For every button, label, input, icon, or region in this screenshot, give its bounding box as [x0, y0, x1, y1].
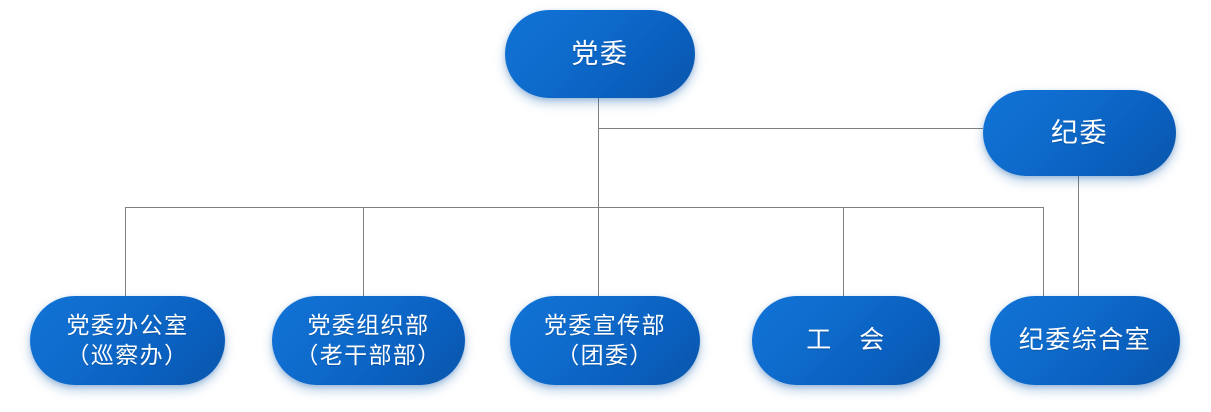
org-node-label: 纪委: [1050, 117, 1109, 148]
org-node-party-office[interactable]: 党委办公室 （巡察办）: [30, 296, 225, 385]
org-node-organization-dept[interactable]: 党委组织部 （老干部部）: [272, 296, 465, 385]
org-node-label: 工 会: [806, 326, 886, 354]
org-node-discipline-committee[interactable]: 纪委: [983, 90, 1176, 176]
org-node-label: 党委: [571, 38, 629, 69]
org-node-label: 党委宣传部 （团委）: [544, 313, 666, 368]
org-node-label: 党委办公室 （巡察办）: [66, 313, 189, 368]
org-node-label: 纪委综合室: [1018, 326, 1152, 354]
org-node-labor-union[interactable]: 工 会: [752, 296, 940, 385]
org-node-label: 党委组织部 （老干部部）: [295, 313, 442, 368]
org-node-discipline-office[interactable]: 纪委综合室: [990, 296, 1180, 385]
org-node-propaganda-dept[interactable]: 党委宣传部 （团委）: [510, 296, 700, 385]
org-node-party-committee[interactable]: 党委: [505, 10, 695, 98]
